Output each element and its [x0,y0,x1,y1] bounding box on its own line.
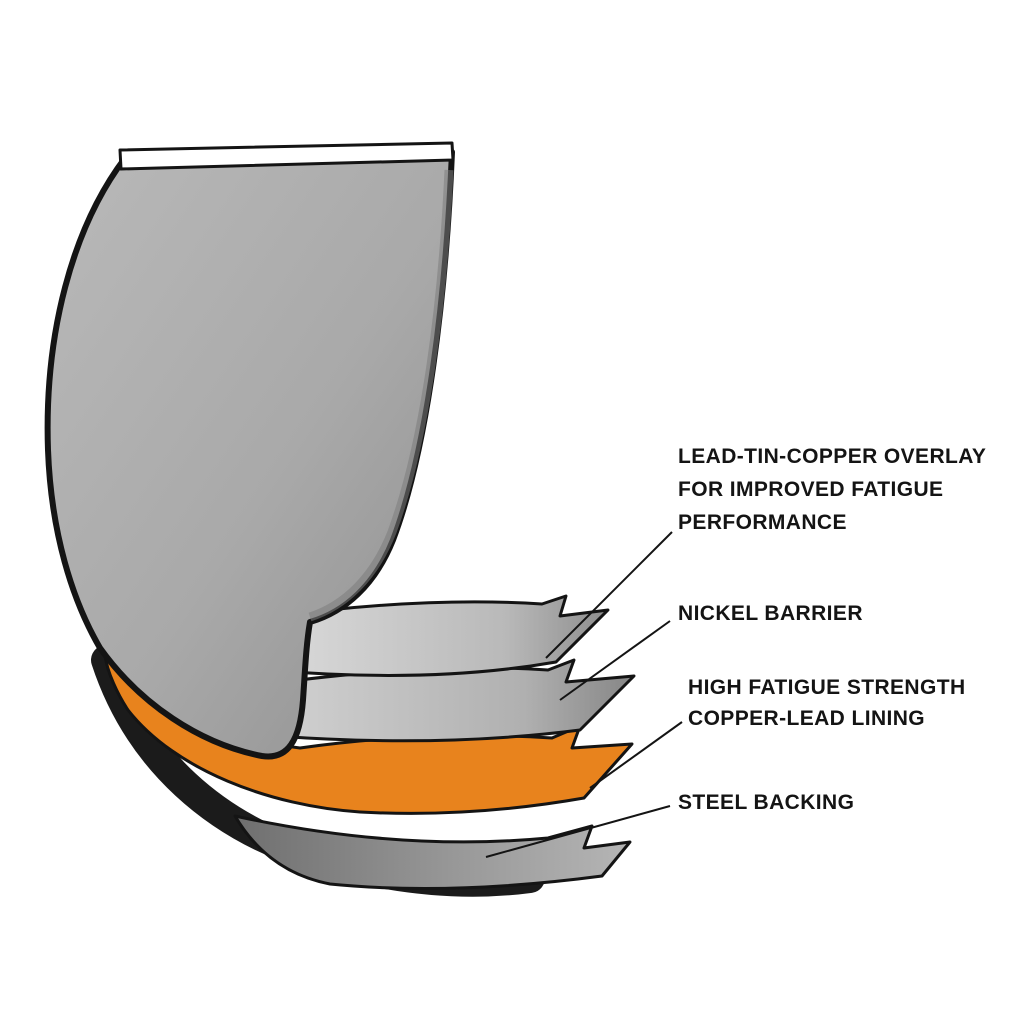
steel-backing-layer-shape [233,814,632,890]
leader-line-overlay [545,531,673,659]
leader-line-copper-lead [589,721,683,789]
shell-inner-shading [308,169,454,622]
label-copper-lead-lining: HIGH FATIGUE STRENGTH COPPER-LEAD LINING [688,676,966,730]
label-nickel-barrier: NICKEL BARRIER [678,602,863,625]
leader-line-nickel [559,620,671,701]
label-lead-tin-copper-overlay: LEAD-TIN-COPPER OVERLAY FOR IMPROVED FAT… [678,445,987,534]
shell-top-edge-shape [118,141,455,171]
leader-line-steel [485,805,671,858]
overlay-layer-shape [262,594,610,677]
label-steel-backing: STEEL BACKING [678,791,855,814]
